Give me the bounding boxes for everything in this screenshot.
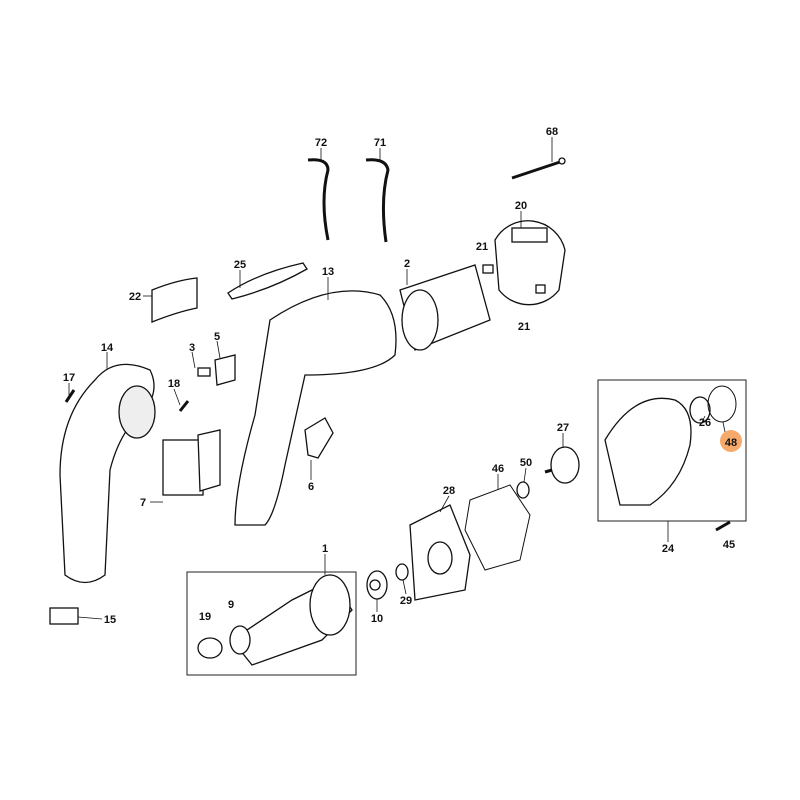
gasket-48[interactable] — [707, 385, 737, 423]
part-labels: 72 71 68 20 21 21 2 13 25 22 14 3 5 17 1… — [63, 126, 737, 626]
part-label-72[interactable]: 72 — [315, 137, 327, 149]
switch-trigger-7 — [197, 429, 221, 492]
bearing-9[interactable] — [229, 625, 251, 655]
grip-pad — [118, 385, 156, 439]
brush-spring-5[interactable] — [214, 354, 236, 386]
part-label-15[interactable]: 15 — [104, 614, 116, 626]
highlight-marker — [720, 430, 742, 452]
screw-68-head — [558, 157, 566, 165]
wire-71[interactable] — [365, 158, 390, 243]
washer-29[interactable] — [395, 563, 409, 581]
gear-housing-group-box — [597, 379, 747, 522]
armature-fan — [309, 574, 351, 636]
gear-27-shaft — [544, 468, 553, 474]
plate-28-bore — [427, 541, 453, 575]
part-label-3[interactable]: 3 — [189, 342, 195, 354]
part-label-45[interactable]: 45 — [723, 539, 735, 551]
part-label-24[interactable]: 24 — [662, 543, 675, 555]
part-label-71[interactable]: 71 — [374, 137, 386, 149]
part-label-68[interactable]: 68 — [546, 126, 558, 138]
switch-7[interactable] — [162, 439, 204, 496]
screw-18[interactable] — [178, 400, 190, 412]
part-label-20[interactable]: 20 — [515, 200, 527, 212]
part-label-1[interactable]: 1 — [322, 543, 328, 555]
gear-housing-24[interactable] — [604, 397, 692, 506]
part-label-19[interactable]: 19 — [199, 611, 211, 623]
part-label-2[interactable]: 2 — [404, 258, 410, 270]
part-label-7[interactable]: 7 — [140, 497, 146, 509]
part-label-10[interactable]: 10 — [371, 613, 383, 625]
part-label-27[interactable]: 27 — [557, 422, 569, 434]
part-label-21a[interactable]: 21 — [476, 241, 488, 253]
part-label-21b[interactable]: 21 — [518, 321, 530, 333]
part-label-17[interactable]: 17 — [63, 372, 75, 384]
screw-17[interactable] — [64, 389, 76, 403]
brush-3[interactable] — [197, 367, 211, 377]
part-label-26[interactable]: 26 — [699, 417, 711, 429]
washer-19[interactable] — [197, 637, 223, 659]
part-label-22[interactable]: 22 — [129, 291, 141, 303]
part-label-6[interactable]: 6 — [308, 481, 314, 493]
part-label-29[interactable]: 29 — [400, 595, 412, 607]
stator-2-opening — [401, 289, 439, 351]
label-plate-22[interactable] — [151, 277, 198, 323]
part-label-9[interactable]: 9 — [228, 599, 234, 611]
armature-group-box — [186, 571, 357, 676]
bearing-10-bore — [369, 579, 381, 591]
wire-72[interactable] — [307, 158, 330, 241]
clip-15[interactable] — [49, 607, 79, 625]
leader-lines — [68, 137, 726, 620]
part-label-25[interactable]: 25 — [234, 259, 246, 271]
cover-25[interactable] — [227, 262, 308, 300]
part-label-14[interactable]: 14 — [101, 342, 114, 354]
part-label-46[interactable]: 46 — [492, 463, 504, 475]
bushing-50[interactable] — [516, 481, 530, 499]
part-label-18[interactable]: 18 — [168, 378, 180, 390]
gear-27[interactable] — [550, 446, 580, 484]
part-label-5[interactable]: 5 — [214, 331, 220, 343]
gasket-46[interactable] — [464, 484, 531, 571]
pin-21b[interactable] — [535, 284, 546, 294]
lever-6[interactable] — [304, 417, 334, 459]
screw-68[interactable] — [511, 160, 561, 180]
part-label-50[interactable]: 50 — [520, 457, 532, 469]
brush-holder-20-top — [511, 227, 548, 243]
part-label-13[interactable]: 13 — [322, 266, 334, 278]
part-label-28[interactable]: 28 — [443, 485, 455, 497]
motor-housing-13[interactable] — [234, 290, 397, 526]
part-label-48[interactable]: 48 — [725, 437, 737, 449]
pin-21a[interactable] — [482, 264, 494, 274]
screw-45[interactable] — [715, 520, 731, 532]
